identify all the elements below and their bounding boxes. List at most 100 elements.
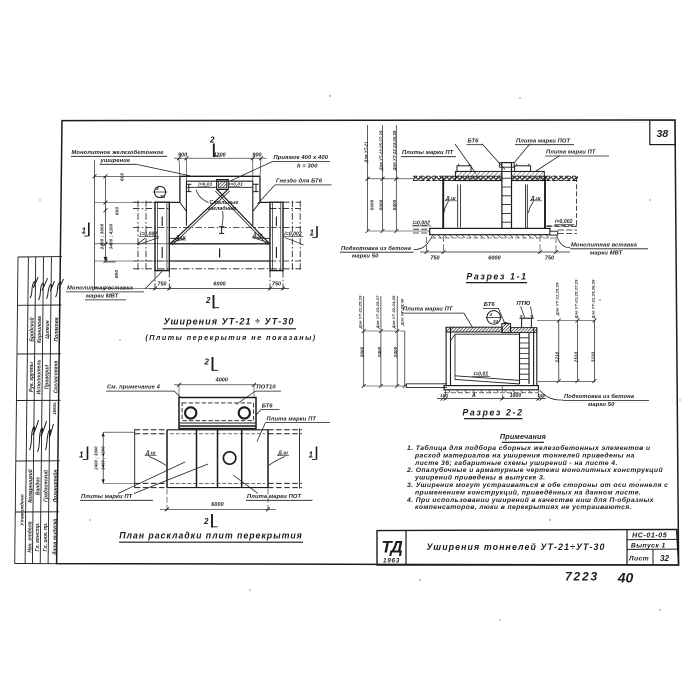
- svg-text:Полякова: Полякова: [54, 317, 60, 341]
- svg-text:Ципкин: Ципкин: [45, 320, 51, 338]
- svg-text:i=0,01: i=0,01: [229, 182, 243, 188]
- svg-text:Для УТ-22;24;26;28: Для УТ-22;24;26;28: [392, 130, 397, 171]
- svg-text:Гл. инж. пр.: Гл. инж. пр.: [43, 523, 49, 552]
- svg-text:Исполнитель: Исполнитель: [37, 359, 43, 394]
- svg-text:4: 4: [155, 186, 159, 191]
- svg-text:900: 900: [178, 152, 187, 158]
- svg-text:Для УТ-23;25;27;29: Для УТ-23;25;27;29: [378, 130, 383, 171]
- svg-text:i=0,002: i=0,002: [284, 231, 302, 237]
- svg-text:150: 150: [440, 393, 448, 398]
- svg-text:Бродский: Бродский: [28, 317, 35, 341]
- svg-text:Д.ш: Д.ш: [145, 451, 156, 457]
- svg-text:См. примечание 4: См. примечание 4: [107, 385, 161, 391]
- svg-text:900: 900: [252, 152, 261, 158]
- svg-text:4: 4: [489, 312, 493, 317]
- svg-text:Согласована: Согласована: [54, 360, 60, 393]
- svg-text:2: 2: [203, 517, 209, 526]
- svg-text:Плита марки ПТ: Плита марки ПТ: [267, 416, 317, 422]
- svg-text:Для УТ-21;25;29: Для УТ-21;25;29: [358, 295, 363, 330]
- svg-text:i=0,002: i=0,002: [555, 219, 573, 225]
- svg-text:Уширения тоннелей УТ-21÷УТ-30: Уширения тоннелей УТ-21÷УТ-30: [426, 542, 605, 552]
- svg-text:1: 1: [79, 451, 84, 460]
- svg-text:Уширения УТ-21 ÷ УТ-30: Уширения УТ-21 ÷ УТ-30: [164, 317, 295, 327]
- svg-text:6000: 6000: [213, 281, 225, 287]
- svg-text:4. При использовании уширени: 4. При использовании уширений в качестве…: [406, 496, 655, 504]
- svg-text:ПТЮ: ПТЮ: [517, 301, 531, 307]
- svg-text:Для УТ-21: Для УТ-21: [363, 141, 368, 164]
- svg-text:7223: 7223: [565, 570, 599, 584]
- svg-text:5000: 5000: [378, 199, 383, 210]
- svg-text:Вандос: Вандос: [36, 477, 42, 496]
- svg-text:Примечания: Примечания: [500, 432, 547, 441]
- svg-text:марки МВТ: марки МВТ: [590, 250, 623, 256]
- svg-text:2400: 2400: [377, 346, 382, 358]
- svg-text:(Плиты перекрытия не показа: (Плиты перекрытия не показаны): [145, 333, 316, 342]
- svg-text:2400: 2400: [393, 346, 398, 358]
- svg-text:Для УТ-22;24;26;28: Для УТ-22;24;26;28: [590, 279, 595, 320]
- svg-text:Разрез 2-2: Разрез 2-2: [462, 407, 523, 417]
- svg-text:ПОТ10: ПОТ10: [257, 385, 277, 391]
- svg-text:План раскладки плит перекры: План раскладки плит перекрытия: [119, 531, 303, 541]
- svg-text:2: 2: [205, 296, 211, 305]
- svg-text:1963: 1963: [383, 558, 400, 565]
- svg-text:Градзинский: Градзинский: [43, 470, 50, 502]
- svg-text:750: 750: [430, 255, 439, 261]
- svg-text:3000: 3000: [360, 346, 365, 357]
- svg-text:Для УТ-22;24;26: Для УТ-22;24;26: [391, 295, 396, 330]
- svg-text:уширение: уширение: [100, 158, 131, 164]
- svg-text:уширений приведены в выпуск: уширений приведены в выпуске 3.: [414, 474, 545, 482]
- svg-text:А: А: [471, 393, 476, 399]
- svg-text:марки 50: марки 50: [352, 254, 379, 260]
- svg-text:6000: 6000: [488, 255, 500, 261]
- svg-text:2: 2: [209, 136, 215, 145]
- svg-text:1: 1: [309, 451, 314, 460]
- svg-text:i=0,01: i=0,01: [474, 371, 489, 377]
- svg-text:Гл. констр.: Гл. констр.: [35, 522, 41, 551]
- svg-text:5000: 5000: [370, 199, 375, 210]
- svg-text:3400 ; 4200: 3400 ; 4200: [100, 446, 105, 470]
- svg-text:Корнилова: Корнилова: [37, 316, 43, 343]
- svg-text:Подготовка из бетона: Подготовка из бетона: [341, 245, 412, 252]
- svg-text:32: 32: [660, 554, 670, 563]
- svg-text:Нач. отдела: Нач. отдела: [28, 521, 34, 552]
- svg-text:Плита марки ПОТ: Плита марки ПОТ: [516, 138, 571, 144]
- svg-text:3400 ; 4200: 3400 ; 4200: [108, 223, 113, 249]
- svg-text:БТ6: БТ6: [468, 138, 480, 144]
- svg-text:Лист: Лист: [628, 556, 649, 563]
- svg-text:34: 34: [493, 319, 499, 324]
- svg-text:расход материалов на уширен: расход материалов на уширения тоннелей п…: [414, 451, 635, 459]
- svg-text:закладные: закладные: [208, 206, 237, 212]
- svg-text:Проверил: Проверил: [44, 364, 50, 389]
- svg-text:Комарницкий: Комарницкий: [27, 469, 34, 502]
- svg-text:Д.ш: Д.ш: [530, 196, 541, 202]
- svg-text:2210: 2210: [555, 351, 560, 363]
- svg-text:Приямок 400 х 400: Приямок 400 х 400: [274, 155, 329, 161]
- svg-text:600: 600: [114, 207, 120, 216]
- svg-text:i=0,002: i=0,002: [140, 231, 158, 237]
- svg-text:1. Таблица для подбора сбор: 1. Таблица для подбора сборных железобет…: [407, 444, 651, 452]
- svg-text:Рук. группы: Рук. группы: [29, 361, 35, 392]
- svg-text:Плита марки ПОТ: Плита марки ПОТ: [247, 494, 302, 500]
- svg-text:листе 36; габаритные схемы: листе 36; габаритные схемы уширений - на…: [414, 459, 618, 467]
- svg-text:Д.ш: Д.ш: [252, 232, 263, 238]
- svg-text:3110: 3110: [590, 352, 595, 363]
- svg-text:1: 1: [310, 229, 315, 238]
- svg-text:34: 34: [160, 194, 166, 199]
- svg-text:Д.ш: Д.ш: [277, 451, 288, 457]
- svg-text:150: 150: [537, 393, 545, 398]
- svg-text:Плита марки ПТ: Плита марки ПТ: [403, 307, 453, 313]
- svg-text:Выпуск 1: Выпуск 1: [631, 542, 666, 549]
- svg-text:750: 750: [272, 281, 281, 287]
- svg-text:1: 1: [82, 227, 87, 236]
- svg-text:6000: 6000: [211, 502, 223, 508]
- svg-text:Для УТ-23;25;27: Для УТ-23;25;27: [375, 295, 380, 330]
- svg-text:1963г.: 1963г.: [52, 401, 57, 414]
- svg-text:2: 2: [204, 358, 210, 367]
- svg-text:Утверждено: Утверждено: [20, 494, 26, 525]
- svg-text:750: 750: [157, 281, 166, 287]
- svg-text:Плита марки ПТ: Плита марки ПТ: [546, 150, 596, 156]
- svg-text:Для УТ-28;30: Для УТ-28;30: [400, 298, 405, 326]
- svg-text:Подготовка из бетона: Подготовка из бетона: [564, 393, 635, 400]
- svg-text:Плиты марки ПТ: Плиты марки ПТ: [81, 494, 133, 500]
- svg-text:800: 800: [114, 270, 120, 279]
